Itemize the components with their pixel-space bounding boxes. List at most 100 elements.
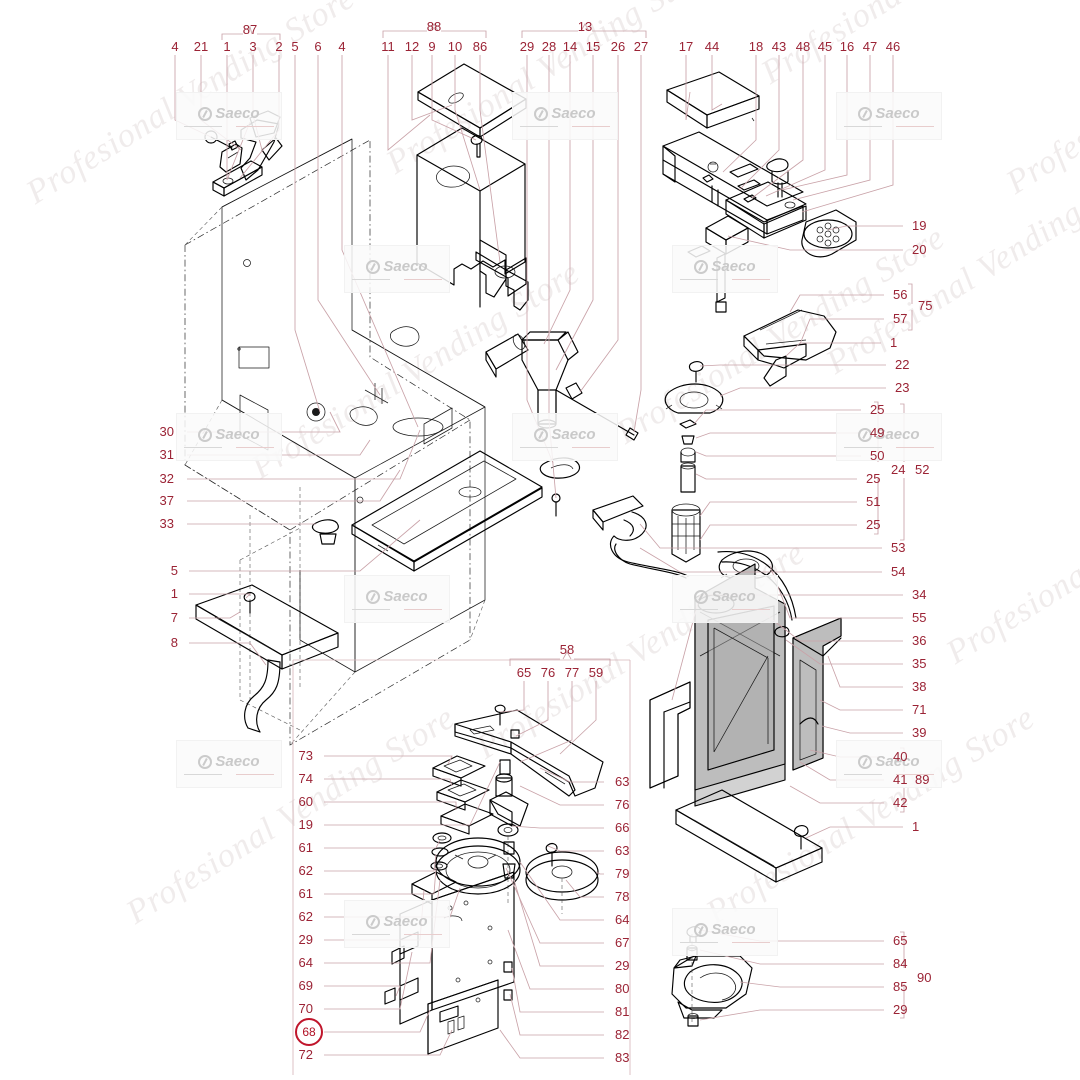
part-number-label[interactable]: 63 bbox=[615, 774, 630, 789]
part-number-label[interactable]: 76 bbox=[540, 665, 556, 680]
part-group-label[interactable]: 75 bbox=[918, 298, 933, 313]
part-group-label[interactable]: 89 bbox=[915, 772, 930, 787]
part-number-label[interactable]: 4 bbox=[171, 39, 179, 54]
part-number-label[interactable]: 81 bbox=[615, 1004, 630, 1019]
part-number-label[interactable]: 43 bbox=[771, 39, 787, 54]
part-number-label[interactable]: 86 bbox=[472, 39, 488, 54]
part-number-label[interactable]: 42 bbox=[893, 795, 908, 810]
part-number-label[interactable]: 82 bbox=[615, 1027, 630, 1042]
part-number-label[interactable]: 23 bbox=[895, 380, 910, 395]
part-number-label[interactable]: 59 bbox=[588, 665, 604, 680]
part-number-label[interactable]: 19 bbox=[298, 817, 313, 832]
part-number-label[interactable]: 1 bbox=[223, 39, 231, 54]
part-number-label[interactable]: 34 bbox=[912, 587, 927, 602]
part-number-label[interactable]: 85 bbox=[893, 979, 908, 994]
part-number-label[interactable]: 4 bbox=[338, 39, 346, 54]
part-number-label[interactable]: 20 bbox=[912, 242, 927, 257]
part-number-label[interactable]: 60 bbox=[298, 794, 313, 809]
part-number-label[interactable]: 9 bbox=[428, 39, 436, 54]
part-number-label[interactable]: 62 bbox=[298, 909, 313, 924]
part-number-label[interactable]: 14 bbox=[562, 39, 578, 54]
part-group-label[interactable]: 58 bbox=[559, 642, 575, 657]
part-number-label[interactable]: 49 bbox=[870, 425, 885, 440]
part-number-label[interactable]: 56 bbox=[893, 287, 908, 302]
part-number-label[interactable]: 77 bbox=[564, 665, 580, 680]
part-number-label[interactable]: 41 bbox=[893, 772, 908, 787]
part-number-label[interactable]: 47 bbox=[862, 39, 878, 54]
part-number-label[interactable]: 57 bbox=[893, 311, 908, 326]
part-number-label[interactable]: 33 bbox=[159, 516, 174, 531]
part-number-label[interactable]: 25 bbox=[870, 402, 885, 417]
part-group-label[interactable]: 13 bbox=[577, 19, 593, 34]
part-number-label[interactable]: 51 bbox=[866, 494, 881, 509]
part-number-label[interactable]: 15 bbox=[585, 39, 601, 54]
part-number-label[interactable]: 11 bbox=[381, 39, 395, 54]
part-number-label[interactable]: 6 bbox=[314, 39, 322, 54]
part-group-label[interactable]: 90 bbox=[917, 970, 932, 985]
part-number-label[interactable]: 78 bbox=[615, 889, 630, 904]
part-number-label[interactable]: 84 bbox=[893, 956, 908, 971]
part-number-label[interactable]: 80 bbox=[615, 981, 630, 996]
part-number-label[interactable]: 1 bbox=[170, 586, 178, 601]
part-number-label[interactable]: 72 bbox=[298, 1047, 313, 1062]
part-number-label[interactable]: 29 bbox=[519, 39, 535, 54]
part-number-label[interactable]: 19 bbox=[912, 218, 927, 233]
part-number-label[interactable]: 7 bbox=[170, 610, 178, 625]
part-number-label[interactable]: 2 bbox=[275, 39, 283, 54]
part-number-label[interactable]: 48 bbox=[795, 39, 811, 54]
part-number-label[interactable]: 31 bbox=[159, 447, 174, 462]
part-number-label[interactable]: 29 bbox=[298, 932, 313, 947]
part-number-label[interactable]: 21 bbox=[193, 39, 209, 54]
part-number-label[interactable]: 35 bbox=[912, 656, 927, 671]
part-number-label[interactable]: 67 bbox=[615, 935, 630, 950]
part-number-label[interactable]: 46 bbox=[885, 39, 901, 54]
part-number-label[interactable]: 29 bbox=[615, 958, 630, 973]
part-number-label[interactable]: 73 bbox=[298, 748, 313, 763]
part-number-label[interactable]: 65 bbox=[516, 665, 532, 680]
part-number-label[interactable]: 55 bbox=[912, 610, 927, 625]
part-number-label[interactable]: 1 bbox=[912, 819, 920, 834]
part-number-label[interactable]: 50 bbox=[870, 448, 885, 463]
part-number-label[interactable]: 64 bbox=[298, 955, 313, 970]
part-group-label[interactable]: 52 bbox=[915, 462, 930, 477]
part-number-label[interactable]: 37 bbox=[159, 493, 174, 508]
part-number-label[interactable]: 1 bbox=[890, 335, 898, 350]
part-number-label[interactable]: 30 bbox=[159, 424, 174, 439]
part-number-label[interactable]: 65 bbox=[893, 933, 908, 948]
part-number-label[interactable]: 29 bbox=[893, 1002, 908, 1017]
part-number-label[interactable]: 18 bbox=[748, 39, 764, 54]
part-number-label[interactable]: 8 bbox=[170, 635, 178, 650]
part-number-label[interactable]: 40 bbox=[893, 749, 908, 764]
part-number-label[interactable]: 61 bbox=[298, 840, 313, 855]
part-number-label[interactable]: 76 bbox=[615, 797, 630, 812]
part-number-label[interactable]: 16 bbox=[839, 39, 855, 54]
part-number-label[interactable]: 28 bbox=[541, 39, 557, 54]
part-group-label[interactable]: 87 bbox=[242, 22, 258, 37]
part-number-label[interactable]: 62 bbox=[298, 863, 313, 878]
part-number-label[interactable]: 54 bbox=[891, 564, 906, 579]
part-number-label[interactable]: 25 bbox=[866, 517, 881, 532]
part-number-label[interactable]: 3 bbox=[249, 39, 257, 54]
part-number-label[interactable]: 70 bbox=[298, 1001, 313, 1016]
part-number-label[interactable]: 22 bbox=[895, 357, 910, 372]
part-number-label[interactable]: 5 bbox=[170, 563, 178, 578]
part-number-label[interactable]: 27 bbox=[633, 39, 649, 54]
part-number-label[interactable]: 10 bbox=[447, 39, 463, 54]
part-number-label[interactable]: 5 bbox=[291, 39, 299, 54]
part-group-label[interactable]: 88 bbox=[426, 19, 442, 34]
part-number-label[interactable]: 83 bbox=[615, 1050, 630, 1065]
part-number-label[interactable]: 39 bbox=[912, 725, 927, 740]
part-number-label[interactable]: 17 bbox=[678, 39, 694, 54]
part-number-label[interactable]: 63 bbox=[615, 843, 630, 858]
part-number-label[interactable]: 71 bbox=[912, 702, 927, 717]
part-number-label[interactable]: 69 bbox=[298, 978, 313, 993]
part-number-label[interactable]: 61 bbox=[298, 886, 313, 901]
part-number-label[interactable]: 12 bbox=[404, 39, 420, 54]
part-number-label[interactable]: 79 bbox=[615, 866, 630, 881]
part-number-label[interactable]: 64 bbox=[615, 912, 630, 927]
highlighted-part-number[interactable]: 68 bbox=[295, 1018, 323, 1046]
part-number-label[interactable]: 36 bbox=[912, 633, 927, 648]
part-number-label[interactable]: 25 bbox=[866, 471, 881, 486]
part-number-label[interactable]: 45 bbox=[817, 39, 833, 54]
part-number-label[interactable]: 26 bbox=[610, 39, 626, 54]
